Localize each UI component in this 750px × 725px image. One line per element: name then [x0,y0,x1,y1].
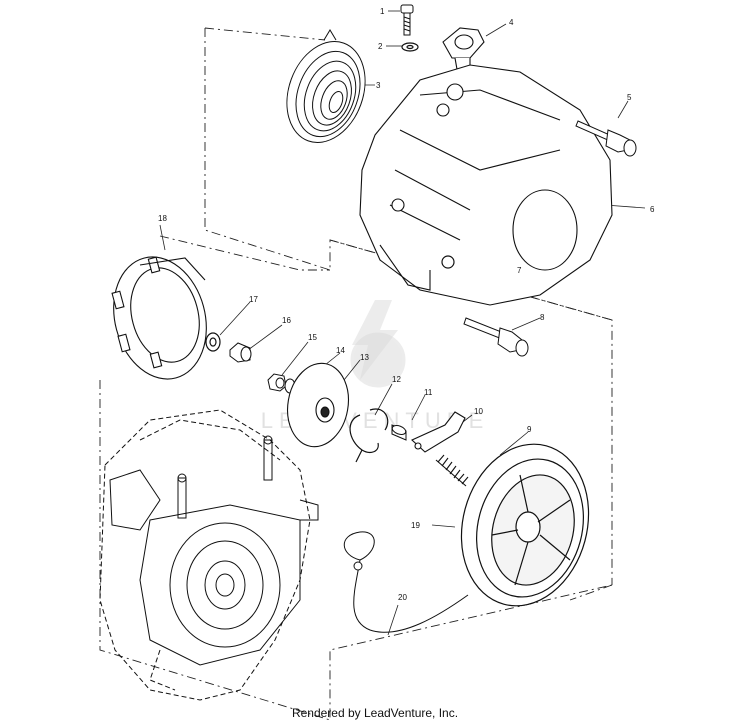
starter-housing-part-6 [359,64,613,306]
callout-5: 5 [627,93,632,102]
recoil-spring-part-3 [286,29,366,143]
callout-4: 4 [509,18,514,27]
footer-credit: Rendered by LeadVenture, Inc. [291,706,459,720]
callout-10: 10 [474,407,483,416]
friction-plate-part-13 [287,362,349,448]
oring-part-7 [441,255,455,269]
spring-part-9 [435,454,469,487]
callout-9: 9 [527,425,532,434]
pulley-part-19 [460,443,590,607]
spring-clip-part-12 [349,408,389,463]
washer-part-17 [205,332,221,352]
bolt-part-1 [400,4,414,36]
nut-part-15 [267,373,287,392]
callout-1: 1 [380,7,385,16]
callout-19: 19 [411,521,420,530]
callout-17: 17 [249,295,258,304]
callout-7: 7 [517,266,522,275]
callout-16: 16 [282,316,291,325]
callout-6: 6 [650,205,655,214]
engine-crankcase [99,409,319,701]
bolt-part-5 [575,120,637,157]
callout-12: 12 [392,375,401,384]
callout-2: 2 [378,42,383,51]
callout-numbers: 1 2 3 4 5 6 7 8 9 10 11 12 13 14 15 16 1… [158,7,655,602]
callout-15: 15 [308,333,317,342]
callout-8: 8 [540,313,545,322]
pawl-part-10 [411,411,466,453]
starter-cup-part-18 [111,256,207,380]
callout-11: 11 [424,388,433,397]
callout-3: 3 [376,81,381,90]
pin-part-11 [391,424,407,441]
washer-part-2 [401,42,419,52]
bolt-part-16 [229,342,252,363]
watermark-logo [350,300,406,388]
callout-14: 14 [336,346,345,355]
callout-18: 18 [158,214,167,223]
callout-13: 13 [360,353,369,362]
bolt-part-8 [463,317,529,357]
callout-20: 20 [398,593,407,602]
rope-part-20 [343,531,469,633]
